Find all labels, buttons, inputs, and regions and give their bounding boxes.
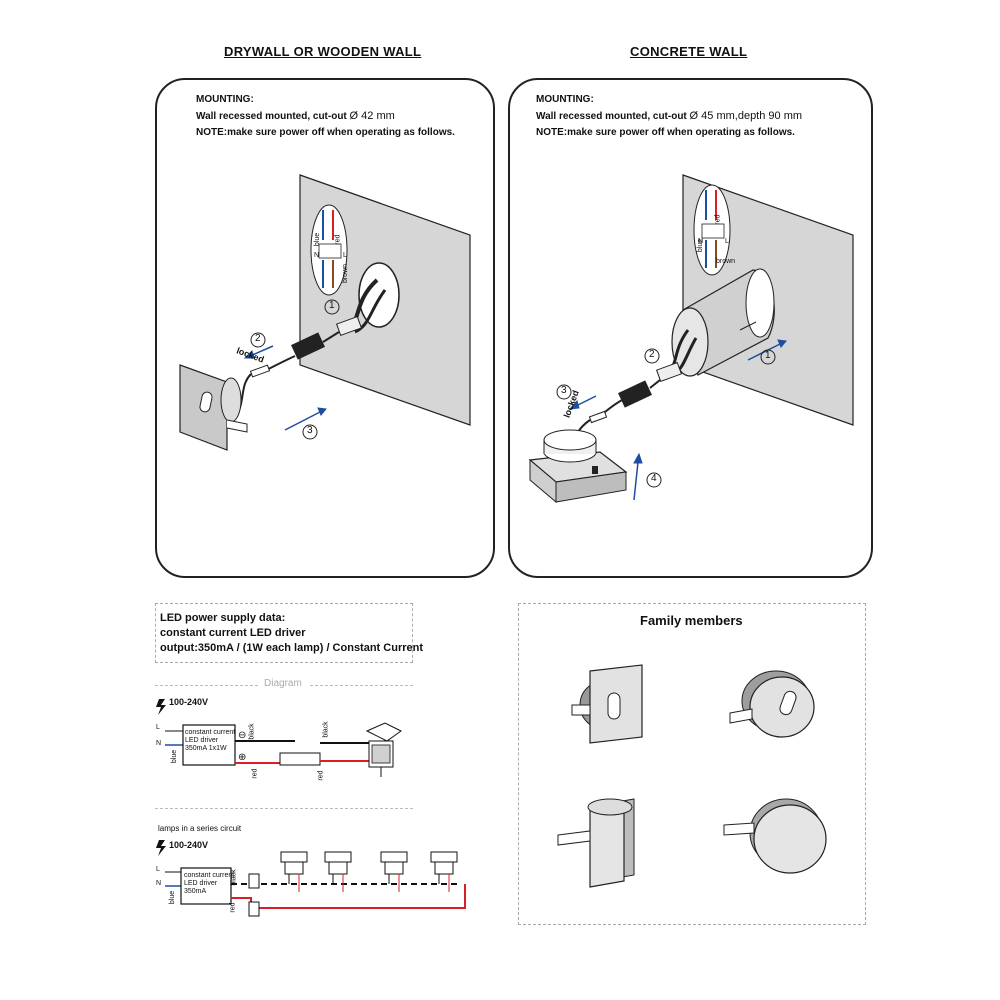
drywall-cutout-line: Wall recessed mounted, cut-out Ø 42 mm xyxy=(196,110,395,122)
single-blue-label: blue xyxy=(171,749,179,764)
psu-line-2: constant current LED driver xyxy=(160,627,306,639)
single-driver-text: constant current LED driver 350mA 1x1W xyxy=(185,729,236,752)
concrete-cutout-line: Wall recessed mounted, cut-out Ø 45 mm,d… xyxy=(536,110,803,122)
drywall-step-1-circle xyxy=(324,299,340,315)
single-red-label-2: red xyxy=(317,770,325,781)
single-driver-box xyxy=(182,724,236,766)
drywall-mounting-label: MOUNTING: xyxy=(196,94,254,105)
drywall-wire-l: L xyxy=(343,252,347,259)
series-lightning-icon xyxy=(156,840,166,856)
drywall-arrow-2 xyxy=(243,345,274,359)
psu-line-3: output:350mA / (1W each lamp) / Constant… xyxy=(160,642,424,654)
drywall-step-3-circle xyxy=(302,424,318,440)
diagram-section-label: Diagram xyxy=(258,678,308,689)
drywall-heading: DRYWALL OR WOODEN WALL xyxy=(224,44,422,59)
concrete-step-1-circle xyxy=(760,349,776,365)
concrete-wire-red: red xyxy=(714,214,722,225)
drywall-mounting-text: MOUNTING: Wall recessed mounted, cut-out… xyxy=(196,92,455,141)
series-title: lamps in a series circuit xyxy=(158,824,242,833)
concrete-terminal-block xyxy=(655,361,683,383)
drywall-note: NOTE:make sure power off when operating … xyxy=(196,127,455,138)
concrete-mounting-text: MOUNTING: Wall recessed mounted, cut-out… xyxy=(536,92,802,141)
family-square-plain-lamp xyxy=(557,798,635,888)
series-diagram xyxy=(156,840,466,917)
concrete-step-3-circle xyxy=(556,384,572,400)
power-supply-box xyxy=(155,603,413,663)
concrete-driver-box xyxy=(618,380,652,408)
family-members-box xyxy=(518,603,866,925)
concrete-step-3: 3 xyxy=(561,385,567,396)
drywall-wire-red: red xyxy=(334,234,342,245)
series-lamp-1 xyxy=(280,851,308,892)
drywall-wire-brown: brown xyxy=(342,263,350,284)
single-n-label: N xyxy=(156,740,162,747)
single-black-label-2: black xyxy=(322,721,330,738)
single-minus-symbol: ⊖ xyxy=(238,730,247,741)
single-plus-symbol: ⊕ xyxy=(238,752,247,763)
drywall-step-3: 3 xyxy=(307,425,313,436)
drywall-cutout-hole xyxy=(358,262,400,328)
concrete-arrow-1 xyxy=(747,339,787,361)
lightning-icon xyxy=(156,699,166,715)
drywall-arrow-3 xyxy=(284,407,327,431)
single-voltage: 100-240V xyxy=(169,697,209,707)
concrete-arrow-4 xyxy=(633,452,643,501)
series-voltage: 100-240V xyxy=(169,840,209,850)
series-lamp-3 xyxy=(380,851,408,892)
drywall-step-1: 1 xyxy=(329,300,335,311)
series-black-label: black xyxy=(230,869,238,886)
series-n-label: N xyxy=(156,880,162,887)
drywall-step-2-circle xyxy=(250,332,266,348)
concrete-illustration xyxy=(528,174,854,504)
concrete-step-4-circle xyxy=(646,472,662,488)
family-square-slot-lamp xyxy=(571,664,643,744)
series-lamp-4 xyxy=(430,851,458,892)
drywall-illustration xyxy=(179,174,471,451)
single-lamp-diagram xyxy=(156,699,402,777)
series-driver-text: constant current LED driver 350mA xyxy=(184,872,235,895)
power-supply-text: LED power supply data: constant current … xyxy=(160,611,423,656)
single-l-label: L xyxy=(156,724,160,731)
family-members-title: Family members xyxy=(640,613,743,628)
single-lamp-icon xyxy=(365,722,402,777)
concrete-wire-l: L xyxy=(725,238,729,245)
family-members-illustrations xyxy=(557,664,827,888)
series-divider xyxy=(155,808,413,809)
family-round-plain-lamp xyxy=(723,798,827,874)
concrete-step-1: 1 xyxy=(765,350,771,361)
series-l-label: L xyxy=(156,866,160,873)
series-driver-box xyxy=(180,867,232,905)
series-red-label: red xyxy=(229,902,237,913)
concrete-mounting-label: MOUNTING: xyxy=(536,94,594,105)
concrete-heading: CONCRETE WALL xyxy=(630,44,748,59)
psu-line-1: LED power supply data: xyxy=(160,612,286,624)
single-black-label-1: black xyxy=(248,723,256,740)
single-red-label-1: red xyxy=(251,768,259,779)
family-round-slot-lamp xyxy=(729,670,815,738)
drywall-driver-box xyxy=(291,332,325,360)
concrete-note: NOTE:make sure power off when operating … xyxy=(536,127,795,138)
concrete-arrow-3 xyxy=(568,395,597,410)
drywall-wire-n: N xyxy=(314,252,320,259)
concrete-step-4: 4 xyxy=(651,473,657,484)
series-blue-label: blue xyxy=(169,890,177,905)
drywall-wire-blue: blue xyxy=(314,232,322,247)
series-lamp-2 xyxy=(324,851,352,892)
concrete-wire-n: N xyxy=(698,238,704,245)
concrete-wire-brown: brown xyxy=(716,258,736,265)
concrete-step-2: 2 xyxy=(649,349,655,360)
concrete-step-2-circle xyxy=(644,348,660,364)
terminal-block xyxy=(335,315,363,337)
drywall-step-2: 2 xyxy=(255,333,261,344)
